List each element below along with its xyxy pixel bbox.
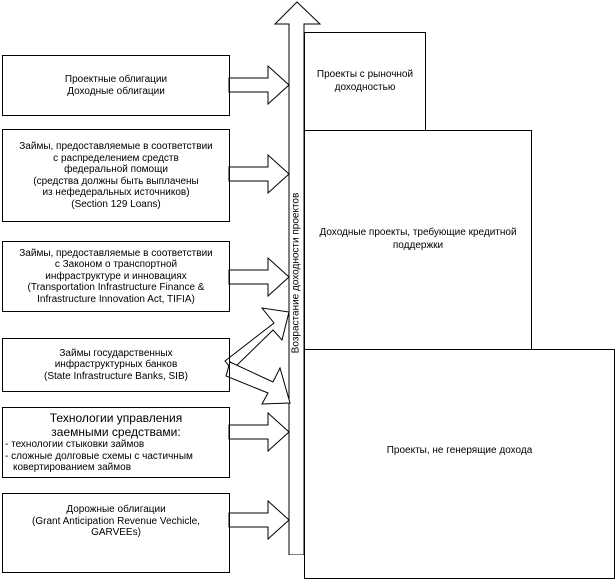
instrument-box-tifia: Займы, предоставляемые в соответствии с … <box>2 241 230 312</box>
arrow-5 <box>228 411 290 453</box>
project-box-market-return: Проекты с рыночной доходностью <box>304 32 426 131</box>
instrument-list-item: - технологии стыковки займов <box>5 439 145 451</box>
instrument-text: Дорожные облигации <box>66 504 166 515</box>
instrument-list-item-continuation: ковертированием займов <box>13 462 132 474</box>
instrument-title: Технологии управления <box>49 411 183 426</box>
axis-label: Возрастание доходности проектов <box>290 192 302 354</box>
arrow-3 <box>228 256 290 298</box>
instrument-text: (Section 129 Loans) <box>71 198 161 210</box>
instrument-text: инфраструктурных банков <box>54 359 178 371</box>
instrument-text: (средства должны быть выплачены <box>33 175 199 187</box>
project-box-non-revenue: Проекты, не генерящие дохода <box>304 349 615 579</box>
instrument-box-garvees: Дорожные облигации (Grant Anticipation R… <box>2 493 230 573</box>
instrument-text: с Законом о транспортной <box>54 259 178 271</box>
arrow-4-up <box>224 307 290 371</box>
arrow-6 <box>228 499 290 541</box>
instrument-title: заемными средствами: <box>51 425 181 440</box>
arrow-1 <box>228 64 290 106</box>
project-text: поддержки <box>392 240 444 251</box>
instrument-text: с распределением средств <box>53 152 179 164</box>
instrument-text: (State Infrastructure Banks, SIB) <box>44 370 188 382</box>
project-text: доходностью <box>334 82 396 93</box>
instrument-box-bonds: Проектные облигации Доходные облигации <box>2 55 230 116</box>
project-text: Доходные проекты, требующие кредитной <box>319 227 517 238</box>
instrument-text: из нефедеральных источников) <box>42 187 190 198</box>
instrument-box-sib: Займы государственных инфраструктурных б… <box>2 338 230 392</box>
instrument-text: инфраструктуре и инновациях <box>45 270 187 282</box>
instrument-text: Infrastructure Innovation Act, TIFIA) <box>37 293 195 305</box>
project-text: Проекты с рыночной <box>316 69 414 80</box>
instrument-text: Проектные облигации <box>64 74 168 85</box>
instrument-text: GARVEEs) <box>91 527 141 538</box>
project-text: Проекты, не генерящие дохода <box>386 445 533 456</box>
instrument-list-item: - сложные долговые схемы с частичным <box>5 450 193 462</box>
instrument-text: Займы, предоставляемые в соответствии <box>19 247 213 259</box>
instrument-text: Доходные облигации <box>67 85 165 97</box>
diagram-arrows <box>224 1 322 555</box>
instrument-text: Займы государственных <box>59 347 173 359</box>
instrument-text: (Grant Anticipation Revenue Vechicle, <box>32 515 200 527</box>
project-box-credit-support: Доходные проекты, требующие кредитной по… <box>304 130 532 350</box>
arrow-4-down <box>225 361 291 405</box>
instrument-box-debt-management: Технологии управления заемными средствам… <box>2 407 230 478</box>
instrument-text: Займы, предоставляемые в соответствии <box>19 141 213 152</box>
arrow-2 <box>228 153 290 195</box>
instrument-text: (Transportation Infrastructure Finance & <box>27 282 205 294</box>
instrument-box-section-129: Займы, предоставляемые в соответствии с … <box>2 129 230 222</box>
instrument-text: федеральной помощи <box>64 164 168 175</box>
